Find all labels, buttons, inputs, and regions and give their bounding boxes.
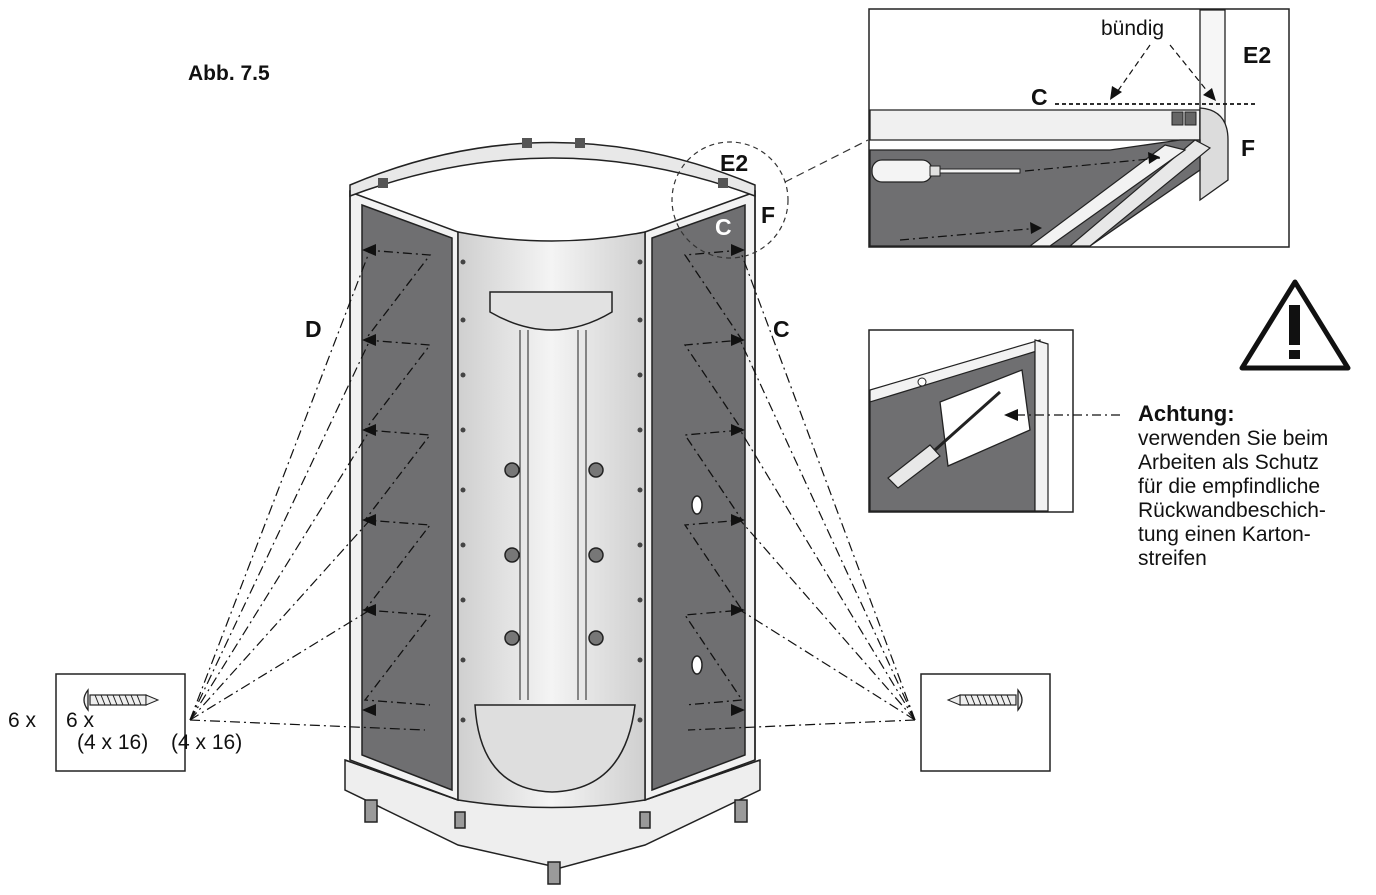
guide-arrowheads <box>362 244 745 716</box>
figure-label: Abb. 7.5 <box>188 62 270 85</box>
fan-lines-right <box>687 249 916 731</box>
label-c-panel: C <box>773 316 790 342</box>
label-f-detail: F <box>1241 135 1256 161</box>
warning-text: Achtung: verwenden Sie beim Arbeiten als… <box>1138 401 1328 571</box>
label-c-detail: C <box>1031 84 1048 110</box>
warning-title: Achtung: <box>1138 401 1235 426</box>
screw-count-right: 6 x <box>66 709 95 732</box>
panel-d <box>361 203 453 792</box>
label-e2-detail: E2 <box>1243 42 1272 68</box>
warning-line-6: streifen <box>1138 547 1207 570</box>
warning-line-3: für die empfindliche <box>1138 475 1321 498</box>
cardboard-strip <box>939 369 1031 467</box>
headrest <box>489 291 613 331</box>
detail-box-protection <box>868 329 1120 513</box>
screw-box-left <box>55 673 186 772</box>
detail-box-corner <box>868 8 1290 248</box>
back-wall <box>457 231 646 809</box>
screw-box-right <box>920 673 1051 772</box>
screw-size-right: (4 x 16) <box>171 731 243 754</box>
screw-guide-lines <box>363 249 744 706</box>
shower-cabin <box>344 138 761 885</box>
label-c-cabin: C <box>715 214 732 240</box>
label-d-panel: D <box>305 316 322 342</box>
top-frame <box>349 141 756 198</box>
label-flush: bündig <box>1101 17 1165 40</box>
massage-jets <box>504 462 604 646</box>
screw-size-left: (4 x 16) <box>77 731 149 754</box>
label-e2-cabin: E2 <box>720 150 749 176</box>
detail-circle <box>671 141 789 259</box>
warning-line-4: Rückwandbeschich- <box>1138 499 1326 522</box>
warning-line-5: tung einen Karton- <box>1138 523 1311 546</box>
screwdriver-icon <box>887 390 1001 489</box>
screw-count-left: 6 x <box>8 709 37 732</box>
label-f-cabin: F <box>761 202 776 228</box>
fan-lines-left <box>189 249 426 731</box>
screwdriver-icon <box>871 159 1021 183</box>
screw-icon <box>83 688 160 712</box>
warning-line-2: Arbeiten als Schutz <box>1138 451 1319 474</box>
seat <box>474 704 636 793</box>
warning-triangle-icon <box>1239 279 1351 371</box>
screw-icon <box>946 688 1023 712</box>
warning-line-1: verwenden Sie beim <box>1138 427 1329 450</box>
